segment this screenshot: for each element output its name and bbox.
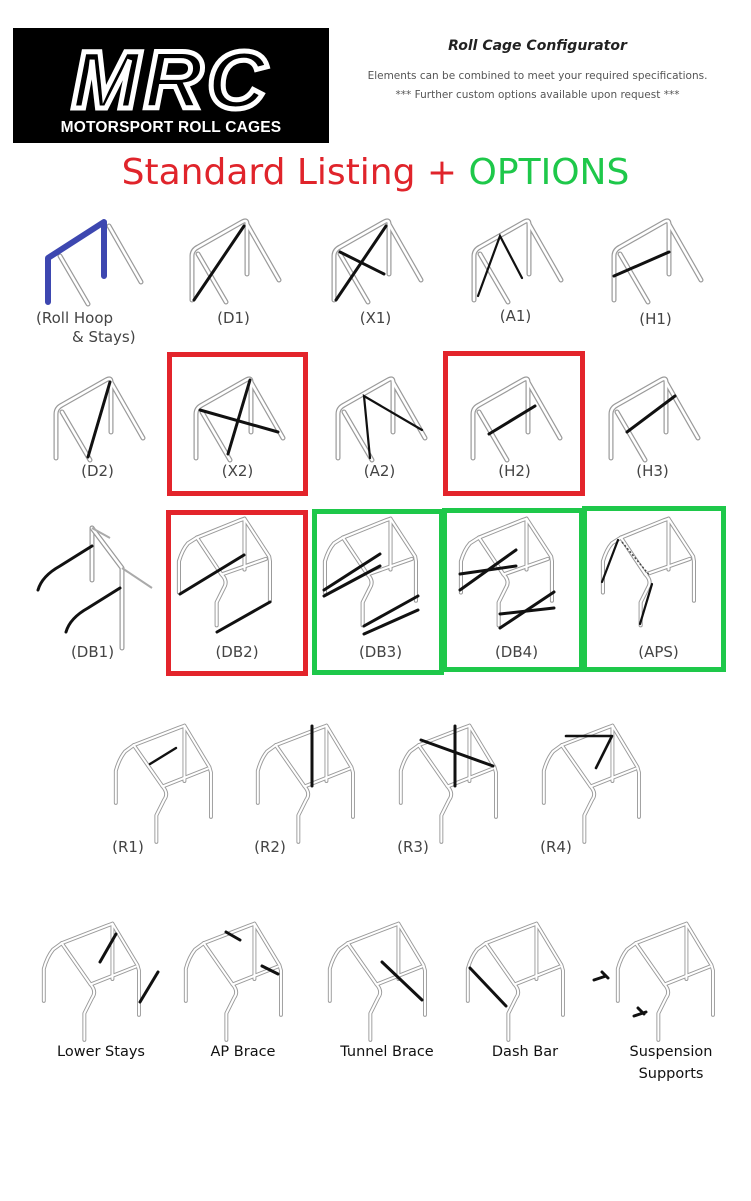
cage-option-r3[interactable]: (R3) xyxy=(393,722,523,862)
label-db1: (DB1) xyxy=(70,643,115,661)
cage-option-d2[interactable]: (D2) xyxy=(40,368,155,488)
option-highlight-box-aps xyxy=(582,506,726,672)
cage-option-tunnel-brace[interactable]: Tunnel Brace xyxy=(322,921,452,1072)
label-db2: (DB2) xyxy=(215,643,259,661)
label-r1: (R1) xyxy=(112,838,144,856)
standard-highlight-box-db2 xyxy=(166,510,308,676)
cage-option-h3[interactable]: (H3) xyxy=(595,368,710,488)
label-h1: (H1) xyxy=(639,310,672,328)
headline-plus: + xyxy=(415,152,469,193)
x2-diagram-icon xyxy=(180,368,295,463)
cage-option-aps[interactable]: (APS) xyxy=(596,520,721,670)
label-roll-hoop: (Roll Hoop xyxy=(36,309,114,327)
mrc-logo: MRC MOTORSPORT ROLL CAGES xyxy=(13,28,329,143)
lower-stays-diagram-icon xyxy=(41,921,160,1042)
r1-diagram-icon xyxy=(113,723,213,844)
cage-option-suspension-supports[interactable]: Suspension Supports xyxy=(592,921,736,1082)
d2-diagram-icon xyxy=(40,368,155,463)
dash-bar-diagram-icon xyxy=(465,921,565,1042)
label-suspension: Suspension xyxy=(629,1044,713,1060)
h1-diagram-icon xyxy=(598,212,713,307)
option-highlight-box-db4 xyxy=(442,508,584,672)
a1-diagram-icon xyxy=(458,212,573,307)
configurator-title: Roll Cage Configurator xyxy=(448,38,627,54)
cage-option-db1[interactable]: (DB1) xyxy=(30,520,155,670)
label-r4: (R4) xyxy=(540,838,572,856)
mrc-logo-icon: MRC xyxy=(69,33,271,124)
label-dash-bar: Dash Bar xyxy=(491,1044,559,1060)
cage-option-db2[interactable]: (DB2) xyxy=(172,520,302,670)
h2-diagram-icon xyxy=(457,368,572,463)
standard-highlight-box-h2 xyxy=(443,351,585,496)
label-tunnel-brace: Tunnel Brace xyxy=(340,1044,434,1060)
roll-hoop-icon xyxy=(45,219,144,307)
cage-option-r2[interactable]: (R2) xyxy=(250,722,380,862)
label-d1: (D1) xyxy=(217,309,250,327)
label-x2: (X2) xyxy=(221,462,254,480)
db4-diagram-icon xyxy=(458,520,556,630)
cage-option-x2[interactable]: (X2) xyxy=(180,368,295,488)
label-aps: (APS) xyxy=(638,643,679,661)
db3-diagram-icon xyxy=(322,520,420,636)
tunnel-brace-diagram-icon xyxy=(327,921,427,1042)
ap-brace-diagram-icon xyxy=(183,921,283,1042)
cage-option-ap-brace[interactable]: AP Brace xyxy=(178,921,308,1072)
cage-option-db4[interactable]: (DB4) xyxy=(454,520,579,670)
label-lower-stays: Lower Stays xyxy=(57,1044,145,1060)
r2-diagram-icon xyxy=(255,723,355,844)
d1-diagram-icon xyxy=(176,212,291,307)
label-h2: (H2) xyxy=(498,462,531,480)
label-r3: (R3) xyxy=(397,838,429,856)
page-headline: Standard Listing + OPTIONS xyxy=(0,150,751,196)
suspension-supports-diagram-icon xyxy=(592,921,715,1042)
cage-option-x1[interactable]: (X1) xyxy=(318,212,433,332)
cage-option-lower-stays[interactable]: Lower Stays xyxy=(36,921,166,1072)
aps-diagram-icon xyxy=(596,520,721,640)
cage-option-dash-bar[interactable]: Dash Bar xyxy=(460,921,590,1072)
headline-options: OPTIONS xyxy=(468,152,630,193)
label-d2: (D2) xyxy=(81,462,114,480)
r4-diagram-icon xyxy=(541,723,641,844)
label-a1: (A1) xyxy=(499,307,532,325)
cage-option-r1[interactable]: (R1) xyxy=(108,722,238,862)
cage-option-h2[interactable]: (H2) xyxy=(457,368,572,488)
cage-option-db3[interactable]: (DB3) xyxy=(318,520,443,670)
cage-option-a2[interactable]: (A2) xyxy=(322,368,437,488)
label-r2: (R2) xyxy=(254,838,286,856)
db2-diagram-icon xyxy=(172,520,302,634)
x1-diagram-icon xyxy=(318,212,433,307)
label-ap-brace: AP Brace xyxy=(210,1044,276,1060)
standard-highlight-box-x2 xyxy=(167,352,308,496)
r3-diagram-icon xyxy=(398,723,498,844)
header-custom-note: *** Further custom options available upo… xyxy=(395,89,680,101)
h3-diagram-icon xyxy=(595,368,710,463)
label-a2: (A2) xyxy=(363,462,396,480)
db1-diagram-icon xyxy=(36,525,153,651)
headline-standard: Standard Listing xyxy=(121,152,416,193)
cage-option-h1[interactable]: (H1) xyxy=(598,212,713,332)
cage-option-roll-hoop[interactable]: (Roll Hoop & Stays) xyxy=(36,212,165,352)
label-roll-hoop-stays: & Stays) xyxy=(72,328,136,346)
label-h3: (H3) xyxy=(636,462,669,480)
label-db3: (DB3) xyxy=(358,643,403,661)
label-x1: (X1) xyxy=(359,309,392,327)
cage-option-d1[interactable]: (D1) xyxy=(176,212,291,332)
option-highlight-box-db3 xyxy=(312,509,444,675)
header-description: Elements can be combined to meet your re… xyxy=(367,70,708,82)
label-db4: (DB4) xyxy=(494,643,539,661)
a2-diagram-icon xyxy=(322,368,437,463)
cage-option-r4[interactable]: (R4) xyxy=(536,722,666,862)
cage-option-a1[interactable]: (A1) xyxy=(458,212,573,332)
label-supports: Supports xyxy=(638,1066,704,1082)
svg-text:MRC: MRC xyxy=(72,35,271,123)
logo-subtitle: MOTORSPORT ROLL CAGES xyxy=(60,119,282,136)
